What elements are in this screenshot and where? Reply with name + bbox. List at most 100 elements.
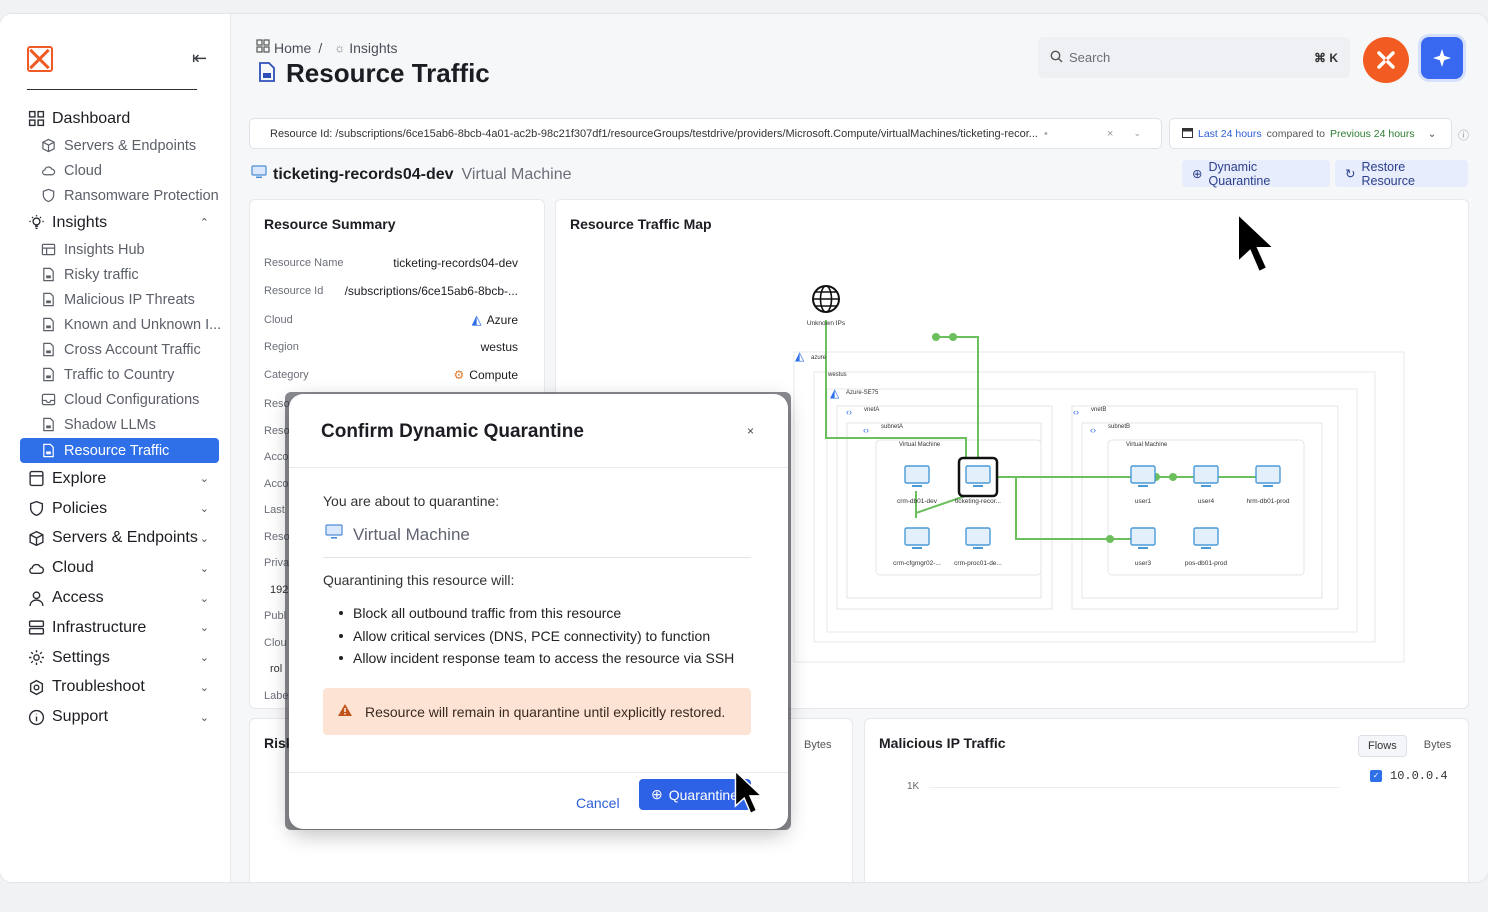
summary-key-partial: rol <box>270 663 283 675</box>
chevron-down-icon[interactable]: ⌄ <box>199 622 209 635</box>
summary-key-partial: 192 <box>270 583 289 596</box>
sidebar-item-known-and-unknown-i[interactable]: Known and Unknown I... <box>0 312 231 337</box>
brand-logo-icon[interactable] <box>27 46 53 72</box>
calendar-icon <box>1182 127 1193 141</box>
traffic-map[interactable]: Unknown IPs azure westus Azure-SE75 vnet… <box>556 200 1468 708</box>
time-range-selector[interactable]: Last 24 hours compared to Previous 24 ho… <box>1169 118 1452 149</box>
close-icon[interactable]: × <box>747 424 755 438</box>
sidebar-item-dashboard[interactable]: Dashboard <box>0 104 231 133</box>
sidebar-item-servers-endpoints[interactable]: Servers & Endpoints <box>0 133 231 158</box>
sidebar-item-settings[interactable]: Settings⌄ <box>0 643 231 673</box>
sidebar-item-cloud-configurations[interactable]: Cloud Configurations <box>0 387 231 412</box>
sidebar-item-label: Cloud <box>52 559 94 577</box>
brand-menu-button[interactable] <box>1363 37 1409 83</box>
map-title: Resource Traffic Map <box>570 216 712 232</box>
vm-group-b-label: Virtual Machine <box>1126 442 1168 448</box>
dialog-divider <box>323 557 751 558</box>
sidebar-item-resource-traffic[interactable]: Resource Traffic <box>20 438 219 463</box>
compute-icon: ⚙ <box>453 368 465 382</box>
sidebar-item-servers-endpoints[interactable]: Servers & Endpoints⌄ <box>0 524 231 554</box>
dialog-effect-item: Allow incident response team to access t… <box>339 647 734 670</box>
breadcrumb-insights[interactable]: Insights <box>349 39 398 56</box>
bytes-toggle[interactable]: Bytes <box>804 739 832 751</box>
chevron-down-icon[interactable]: ⌄ <box>199 562 209 575</box>
vm-node[interactable]: pos-db01-prod <box>1185 527 1228 567</box>
vm-node-label: ticketing-recor... <box>955 498 1001 505</box>
clear-filter-icon[interactable]: × <box>1107 127 1114 140</box>
summary-key: Region <box>264 341 299 353</box>
sidebar-item-insights[interactable]: Insights⌃ <box>0 208 231 237</box>
chevron-down-icon[interactable]: ⌄ <box>199 592 209 605</box>
sidebar-item-cloud[interactable]: Cloud ⌄ <box>0 553 231 583</box>
vm-node[interactable]: user4 <box>1193 465 1219 505</box>
ai-assistant-button[interactable] <box>1421 37 1463 79</box>
sidebar-item-label: Known and Unknown I... <box>64 316 222 333</box>
sidebar-item-label: Cloud Configurations <box>64 391 200 408</box>
sidebar-item-label: Resource Traffic <box>64 442 170 459</box>
malicious-title: Malicious IP Traffic <box>879 735 1006 751</box>
chevron-down-icon[interactable]: ⌄ <box>199 652 209 665</box>
restore-resource-button[interactable]: ↻ Restore Resource <box>1335 160 1468 188</box>
dynamic-quarantine-button[interactable]: ⊕ Dynamic Quarantine <box>1182 160 1330 188</box>
sidebar-item-ransomware-protection[interactable]: Ransomware Protection <box>0 183 231 208</box>
sidebar-item-troubleshoot[interactable]: Troubleshoot ⌄ <box>0 673 231 703</box>
collapse-sidebar-icon[interactable]: ⇤ <box>192 48 208 68</box>
vm-node[interactable]: crm-cfgmgr02-... <box>893 527 941 567</box>
flow-line <box>825 320 967 460</box>
legend-item[interactable]: ✓ 10.0.0.4 <box>1370 769 1448 783</box>
account-container <box>826 388 1358 633</box>
chevron-down-icon[interactable]: ⌄ <box>1133 128 1141 138</box>
chevron-down-icon[interactable]: ⌄ <box>199 681 209 694</box>
search-shortcut: ⌘ K <box>1314 50 1338 65</box>
sidebar-item-cross-account-traffic[interactable]: Cross Account Traffic <box>0 337 231 362</box>
cancel-button[interactable]: Cancel <box>576 795 620 811</box>
sidebar-item-shadow-llms[interactable]: Shadow LLMs <box>0 412 231 437</box>
summary-row: Region westus <box>264 340 518 354</box>
bytes-toggle[interactable]: Bytes <box>1423 739 1452 751</box>
sidebar-item-label: Cross Account Traffic <box>64 341 201 358</box>
shield-plus-icon: ⊕ <box>651 786 663 802</box>
vm-node[interactable]: hrm-db01-prod <box>1247 465 1290 505</box>
sidebar-item-access[interactable]: Access⌄ <box>0 583 231 613</box>
quarantine-button[interactable]: ⊕ Quarantine <box>639 779 751 810</box>
sidebar-item-insights-hub[interactable]: Insights Hub <box>0 237 231 262</box>
vm-node[interactable]: crm-db01-dev <box>897 465 938 505</box>
sidebar-item-malicious-ip-threats[interactable]: Malicious IP Threats <box>0 287 231 312</box>
resource-id-filter[interactable]: Resource Id: /subscriptions/6ce15ab6-8bc… <box>270 127 1038 140</box>
resource-filter[interactable]: Resource Id: /subscriptions/6ce15ab6-8bc… <box>249 118 1162 149</box>
summary-key: Resource Name <box>264 257 344 269</box>
breadcrumb-home[interactable]: Home <box>274 39 312 56</box>
sidebar-item-support[interactable]: Support ⌄ <box>0 702 231 732</box>
chevron-down-icon[interactable]: ⌄ <box>199 532 209 545</box>
chevron-down-icon[interactable]: ⌄ <box>199 503 209 516</box>
sidebar-item-cloud[interactable]: Cloud <box>0 158 231 183</box>
vm-monitor-icon <box>904 465 930 484</box>
chevron-down-icon[interactable]: ⌄ <box>199 473 209 486</box>
chevron-down-icon[interactable]: ⌄ <box>199 711 209 724</box>
gear-icon <box>27 649 45 667</box>
vm-node[interactable]: ticketing-recor... <box>955 456 1001 505</box>
flows-toggle[interactable]: Flows <box>1358 735 1407 757</box>
legend-ip: 10.0.0.4 <box>1390 769 1448 783</box>
sidebar-item-label: Troubleshoot <box>52 678 145 696</box>
sidebar-item-explore[interactable]: Explore⌄ <box>0 464 231 494</box>
sidebar-item-infrastructure[interactable]: Infrastructure⌄ <box>0 613 231 643</box>
sidebar-item-risky-traffic[interactable]: Risky traffic <box>0 262 231 287</box>
sidebar-item-label: Support <box>52 708 109 726</box>
summary-key-partial: Priva <box>264 557 290 569</box>
summary-key-partial: Reso <box>264 530 290 543</box>
info-icon[interactable]: ⓘ <box>1458 130 1469 142</box>
summary-key-partial: Clou <box>264 636 287 649</box>
checkbox-checked-icon[interactable]: ✓ <box>1370 770 1382 782</box>
search-input[interactable]: Search ⌘ K <box>1038 37 1350 78</box>
chevron-up-icon[interactable]: ⌃ <box>199 217 209 229</box>
sidebar-item-traffic-to-country[interactable]: Traffic to Country <box>0 362 231 387</box>
breadcrumb: Home / ☼ Insights <box>256 39 398 56</box>
vm-node[interactable]: user3 <box>1130 527 1156 567</box>
dialog-effect-text: Allow incident response team to access t… <box>353 650 735 667</box>
vm-node[interactable]: crm-proc01-de... <box>954 527 1002 567</box>
vm-node[interactable]: user1 <box>1130 465 1156 505</box>
vnet-a-label: vnetA <box>864 407 879 413</box>
sidebar-item-policies[interactable]: Policies⌄ <box>0 494 231 524</box>
account-label: Azure-SE75 <box>846 390 879 396</box>
